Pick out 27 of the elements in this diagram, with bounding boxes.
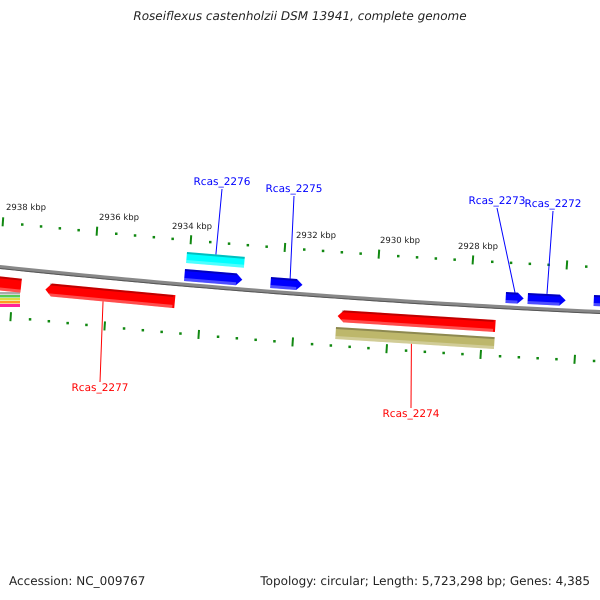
scale-label: 2930 kbp [380,236,420,246]
leader-line [410,343,412,408]
leader-line [100,300,104,382]
scale-label: 2932 kbp [296,231,336,241]
accession-text: Accession: NC_009767 [9,574,146,588]
feature-block [0,276,22,293]
gene-label: Rcas_2276 [187,176,257,189]
scale-label: 2936 kbp [99,213,140,223]
scale-label: 2938 kbp [6,203,46,213]
scale-label: 2928 kbp [458,242,498,252]
gene-block [270,277,303,290]
gene-block [527,293,566,306]
gene-block [337,310,496,332]
gene-label: Rcas_2277 [65,382,135,395]
feature-block [335,327,495,350]
leader-line [496,208,516,293]
gene-label: Rcas_2275 [259,183,329,196]
gene-label: Rcas_2274 [376,408,446,421]
title: Roseiflexus castenholzii DSM 13941, complete genome [132,9,468,23]
gene-block [44,283,176,308]
gene-block [505,292,524,304]
leader-line [290,196,294,279]
gene-block [184,269,243,286]
feature-block [186,252,245,268]
genome-summary-text: Topology: circular; Length: 5,723,298 bp; Genes: 4,385 [260,574,590,588]
scale-label: 2934 kbp [172,222,212,232]
leader-line [546,210,554,294]
